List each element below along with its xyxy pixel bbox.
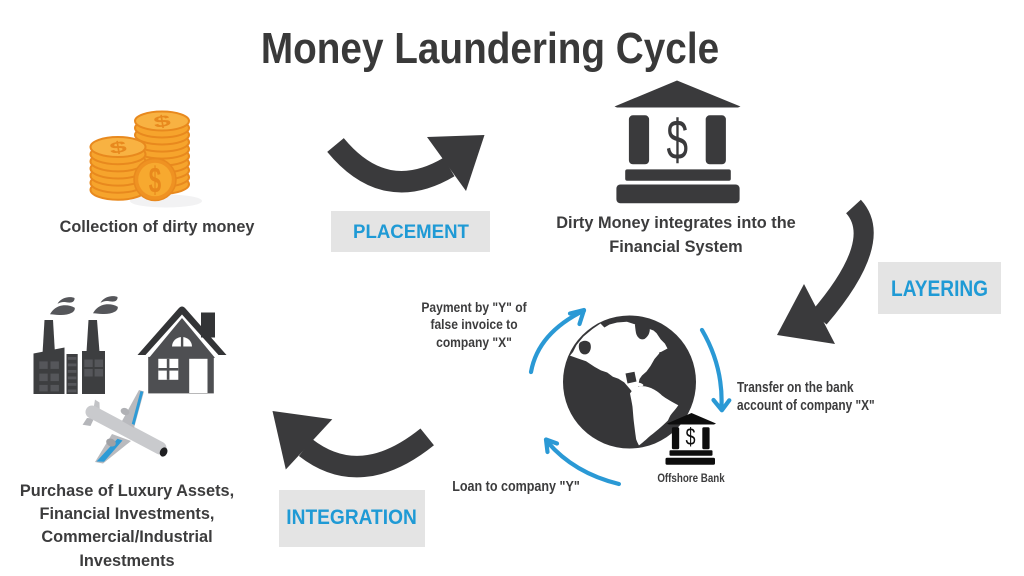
svg-text:$: $ [667, 109, 689, 172]
svg-text:$: $ [685, 425, 695, 451]
svg-text:$: $ [108, 138, 128, 158]
svg-text:$: $ [149, 161, 162, 201]
svg-text:$: $ [152, 112, 172, 132]
